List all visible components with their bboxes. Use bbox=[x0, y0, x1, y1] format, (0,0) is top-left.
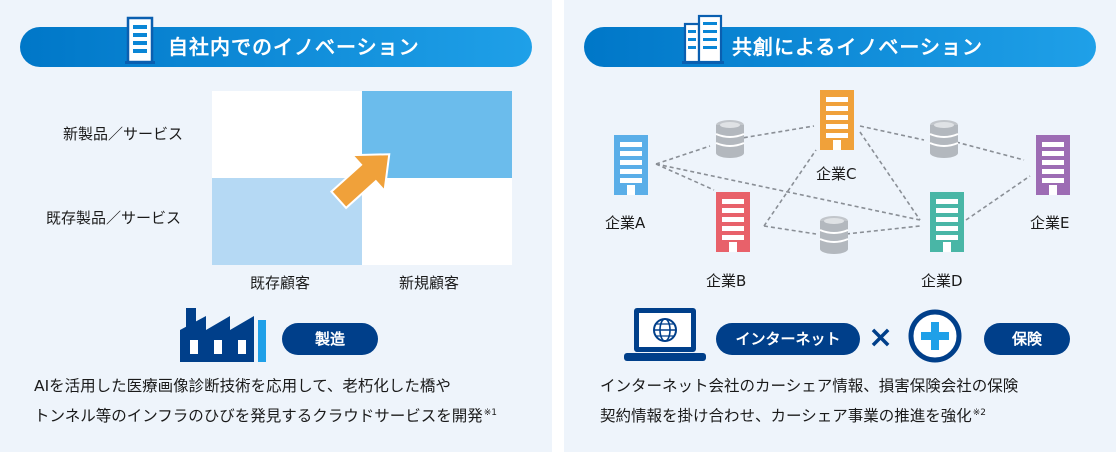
left-footnote-mark: ※1 bbox=[483, 408, 498, 418]
factory-icon bbox=[180, 308, 266, 362]
cell-new-existing bbox=[362, 178, 512, 265]
row-label-new: 新製品／サービス bbox=[63, 125, 184, 143]
company-c-label: 企業C bbox=[816, 165, 857, 183]
left-title-bar bbox=[20, 27, 532, 67]
left-panel: 自社内でのイノベーション 新製品／サービス 既存製品／サービス 既存顧客 新規顧… bbox=[0, 0, 552, 452]
database-icon bbox=[929, 119, 959, 159]
company-e-icon bbox=[1036, 135, 1070, 195]
laptop-globe-icon bbox=[624, 308, 706, 361]
company-d-icon bbox=[930, 192, 964, 252]
right-panel: 共創によるイノベーション bbox=[564, 0, 1116, 452]
database-icon bbox=[715, 119, 745, 159]
right-title: 共創によるイノベーション bbox=[732, 35, 983, 59]
company-b-icon bbox=[716, 192, 750, 252]
right-description-line1: インターネット会社のカーシェア情報、損害保険会社の保険 bbox=[600, 377, 1019, 395]
cell-existing-new bbox=[212, 91, 362, 178]
left-description-line2: トンネル等のインフラのひびを発見するクラウドサービスを開発※1 bbox=[34, 407, 498, 425]
growth-arrow-icon bbox=[329, 153, 391, 210]
company-a-icon bbox=[614, 135, 648, 195]
company-a-label: 企業A bbox=[605, 214, 646, 232]
row-label-existing: 既存製品／サービス bbox=[46, 209, 182, 227]
internet-badge: インターネット bbox=[716, 323, 860, 355]
company-e-label: 企業E bbox=[1030, 214, 1070, 232]
ansoff-matrix bbox=[212, 91, 512, 265]
building-icon bbox=[125, 16, 155, 64]
right-title-bar bbox=[584, 27, 1096, 67]
times-sign: × bbox=[868, 320, 894, 355]
company-b-label: 企業B bbox=[706, 272, 747, 290]
left-title: 自社内でのイノベーション bbox=[168, 35, 420, 59]
right-description-line2: 契約情報を掛け合わせ、カーシェア事業の推進を強化※2 bbox=[600, 407, 986, 425]
manufacturing-badge: 製造 bbox=[282, 323, 378, 355]
co-creation-network bbox=[614, 90, 1070, 255]
database-icon bbox=[819, 215, 849, 255]
company-c-icon bbox=[820, 90, 854, 150]
insurance-badge: 保険 bbox=[984, 323, 1070, 355]
right-footnote-mark: ※2 bbox=[972, 408, 986, 418]
plus-circle-icon bbox=[908, 309, 962, 363]
col-label-new: 新規顧客 bbox=[399, 274, 460, 292]
col-label-existing: 既存顧客 bbox=[250, 274, 311, 292]
company-d-label: 企業D bbox=[921, 272, 963, 290]
left-description-line1: AIを活用した医療画像診断技術を応用して、老朽化した橋や bbox=[34, 377, 451, 395]
buildings-icon bbox=[682, 14, 724, 64]
